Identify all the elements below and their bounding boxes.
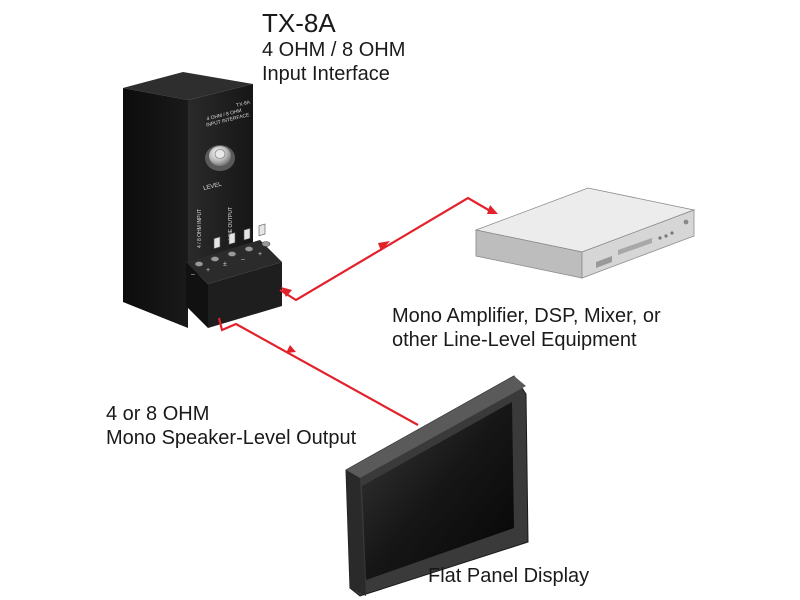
- terminal-block: – + ± – +: [186, 223, 282, 328]
- device-side-panel: [123, 88, 188, 328]
- svg-text:+: +: [206, 267, 210, 274]
- cable-arrow-mid: [378, 241, 390, 251]
- speaker-input-cable: [217, 317, 419, 426]
- svg-text:+: +: [258, 251, 262, 258]
- line-level-equipment: [474, 187, 696, 279]
- speaker-output-line2: Mono Speaker-Level Output: [106, 427, 357, 449]
- cables: [217, 196, 498, 426]
- speaker-output-label: 4 or 8 OHM Mono Speaker-Level Output: [106, 402, 356, 450]
- display-label: Flat Panel Display: [428, 564, 589, 588]
- knob-label: LEVEL: [203, 182, 223, 193]
- output-terminal-label: LINE OUTPUT: [228, 207, 234, 240]
- cable-arrow-equipment: [487, 205, 498, 214]
- power-indicator-icon: [683, 219, 689, 225]
- svg-text:–: –: [241, 256, 245, 263]
- line-output-cable: [279, 196, 493, 302]
- device-title-label: TX-8A 4 OHM / 8 OHM Input Interface: [262, 8, 405, 86]
- display-screen: [362, 402, 514, 580]
- level-knob[interactable]: [205, 145, 235, 171]
- device-subtitle: 4 OHM / 8 OHM: [262, 39, 406, 61]
- equipment-label-line2: other Line-Level Equipment: [392, 329, 637, 351]
- device-face-model: TX-8A: [236, 99, 252, 108]
- tx8a-device: TX-8A 4 OHM / 8 OHM INPUT INTERFACE LEVE…: [123, 72, 282, 328]
- input-terminal-label: 4 / 8 OHM INPUT: [197, 209, 203, 248]
- equipment-label: Mono Amplifier, DSP, Mixer, or other Lin…: [392, 304, 661, 352]
- speaker-output-line1: 4 or 8 OHM: [106, 403, 210, 425]
- svg-text:–: –: [191, 271, 195, 278]
- display-label-text: Flat Panel Display: [428, 565, 590, 587]
- cable-arrow-speaker: [286, 345, 296, 353]
- cable-arrow-output: [281, 287, 292, 297]
- flat-panel-display: [345, 375, 529, 597]
- device-model: TX-8A: [262, 8, 336, 38]
- svg-text:±: ±: [223, 261, 227, 268]
- device-front-panel: [188, 84, 253, 278]
- device-description: Input Interface: [262, 63, 390, 85]
- equipment-label-line1: Mono Amplifier, DSP, Mixer, or: [392, 305, 661, 327]
